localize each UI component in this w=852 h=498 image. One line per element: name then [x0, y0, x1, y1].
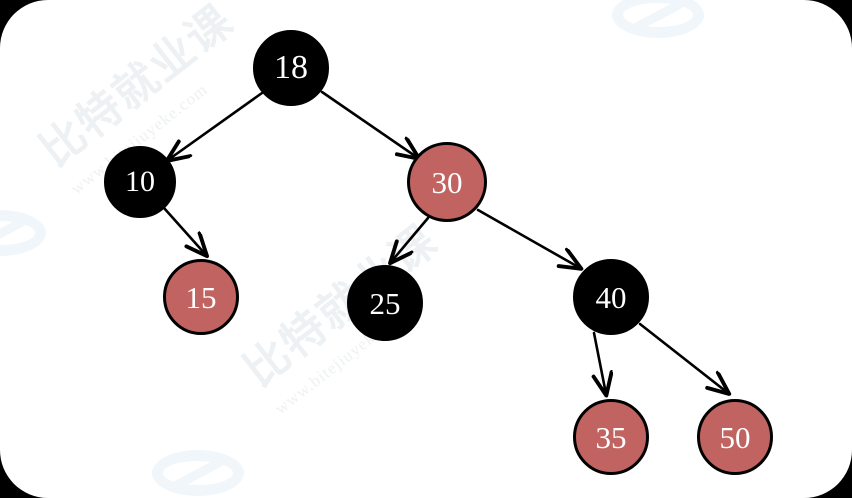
- tree-node-label: 15: [185, 279, 217, 315]
- tree-node-label: 30: [431, 164, 463, 200]
- tree-edge-n30-to-n25: [391, 216, 430, 262]
- tree-node-label: 35: [595, 419, 627, 455]
- tree-node-label: 10: [125, 165, 155, 198]
- tree-edge-n40-to-n35: [594, 331, 606, 394]
- tree-edge-n30-to-n40: [476, 208, 580, 268]
- tree-edge-n18-to-n10: [168, 91, 264, 160]
- tree-edge-n40-to-n50: [638, 322, 728, 393]
- tree-node-30[interactable]: 30: [407, 142, 487, 222]
- tree-node-10[interactable]: 10: [104, 146, 176, 218]
- tree-node-25[interactable]: 25: [347, 265, 423, 341]
- tree-node-35[interactable]: 35: [573, 399, 649, 475]
- tree-node-label: 25: [369, 285, 401, 321]
- tree-node-label: 18: [274, 49, 308, 86]
- tree-node-40[interactable]: 40: [573, 259, 649, 335]
- tree-edge-n18-to-n30: [320, 90, 418, 158]
- tree-node-15[interactable]: 15: [163, 259, 239, 335]
- edge-group: [162, 90, 728, 394]
- tree-node-50[interactable]: 50: [697, 399, 773, 475]
- tree-edge-n10-to-n15: [162, 206, 206, 255]
- tree-node-18[interactable]: 18: [253, 30, 329, 106]
- tree-node-label: 50: [719, 419, 751, 455]
- tree-node-label: 40: [595, 279, 627, 315]
